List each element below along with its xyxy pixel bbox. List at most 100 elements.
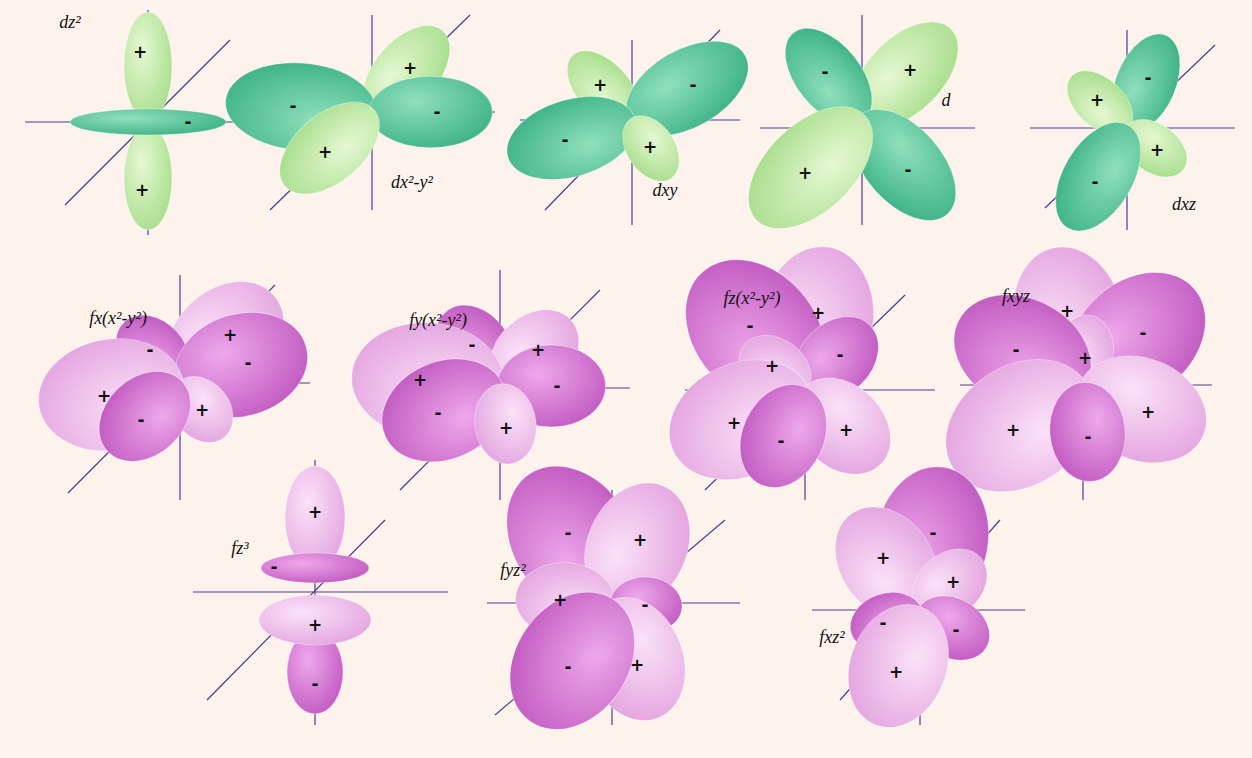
orbital-lobe [724,370,843,501]
phase-sign: + [630,657,644,674]
phase-sign: + [727,415,741,432]
orbital-label: dz² [59,13,80,31]
phase-sign: - [564,525,571,542]
phase-sign: + [876,550,890,567]
phase-sign: - [433,104,440,121]
orbital-lobe [611,105,691,192]
phase-sign: + [1006,422,1020,439]
phase-sign: + [633,532,647,549]
orbital-label: dxz [1172,195,1196,213]
phase-sign: + [839,422,853,439]
phase-sign: - [641,597,648,614]
phase-sign: + [1078,350,1092,367]
phase-sign: - [746,318,753,335]
orbital-label: fz³ [231,539,248,557]
phase-sign: - [137,412,144,429]
phase-sign: - [904,162,911,179]
phase-sign: + [308,617,322,634]
orbital-lobe [81,353,208,479]
orbital-lobe [1038,108,1158,246]
phase-sign: + [413,372,427,389]
phase-sign: + [499,420,513,437]
orbital-lobe [259,595,371,645]
phase-sign: + [223,327,237,344]
phase-sign: + [1090,92,1104,109]
phase-sign: - [244,355,251,372]
phase-sign: + [318,144,332,161]
phase-sign: + [308,504,322,521]
phase-sign: + [531,342,545,359]
phase-sign: - [564,659,571,676]
phase-sign: - [777,433,784,450]
orbital-lobe [469,380,541,468]
orbital-shape [497,22,764,194]
orbital-label: fz(x²-y²) [724,289,781,307]
orbital-lobe [124,126,172,230]
phase-sign: + [1150,142,1164,159]
phase-sign: + [889,664,903,681]
orbital-shape [650,232,910,502]
orbital-lobe [261,553,369,583]
phase-sign: + [643,139,657,156]
phase-sign: - [1012,342,1019,359]
orbital-label: fyz² [500,561,525,579]
phase-sign: + [135,182,149,199]
orbital-shape [70,12,226,230]
phase-sign: - [1084,429,1091,446]
orbital-shape [30,258,321,480]
phase-sign: - [952,622,959,639]
orbital-lobe [369,76,493,148]
phase-sign: + [903,62,917,79]
phase-sign: + [593,77,607,94]
orbital-lobe [1045,379,1129,485]
axis-line [193,591,448,592]
phase-sign: + [798,165,812,182]
orbital-shape [1038,24,1198,246]
phase-sign: - [879,615,886,632]
orbital-label: fxyz [1002,287,1030,305]
orbital-shape [480,442,709,754]
phase-sign: - [836,347,843,364]
phase-sign: + [1060,303,1074,320]
phase-sign: - [929,525,936,542]
orbital-shape [347,290,605,481]
orbital-lobe [484,568,660,753]
orbital-label: dxy [653,181,678,199]
phase-sign: + [553,592,567,609]
phase-sign: - [553,378,560,395]
phase-sign: + [1141,404,1155,421]
phase-sign: - [146,342,153,359]
orbital-lobe [263,84,396,212]
phase-sign: - [270,559,277,576]
orbital-lobe [726,84,895,251]
phase-sign: - [289,98,296,115]
phase-sign: - [311,676,318,693]
phase-sign: + [811,305,825,322]
orbital-label: dx²-y² [391,173,433,191]
phase-sign: - [821,64,828,81]
phase-sign: - [468,337,475,354]
orbital-shape [921,236,1232,518]
orbital-label: d [942,91,951,109]
orbital-label: fx(x²-y²) [89,309,147,327]
phase-sign: - [1139,325,1146,342]
phase-sign: + [133,44,147,61]
phase-sign: + [765,358,779,375]
phase-sign: - [1091,174,1098,191]
phase-sign: - [434,405,441,422]
phase-sign: + [946,574,960,591]
phase-sign: - [184,114,191,131]
orbital-label: fy(x²-y²) [409,311,467,329]
orbital-lobe [124,12,172,120]
orbital-shape [222,10,492,212]
phase-sign: + [195,402,209,419]
phase-sign: - [689,77,696,94]
orbital-shape [726,3,977,252]
orbital-label: fxz² [819,628,844,646]
phase-sign: + [97,388,111,405]
orbital-shape [259,466,371,714]
orbital-shape [814,458,1001,742]
phase-sign: - [1144,70,1151,87]
orbital-lobe [831,590,966,742]
